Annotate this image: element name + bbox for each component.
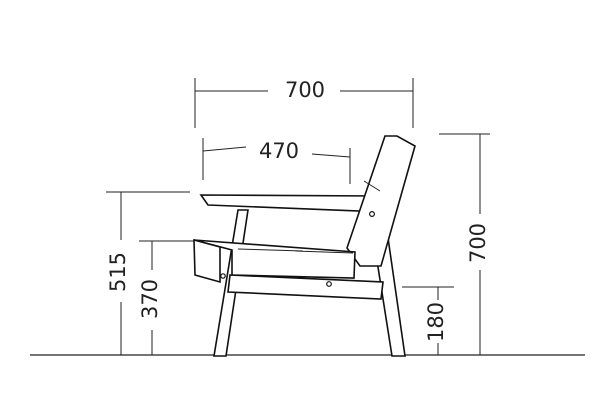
- front-height-label: 180: [424, 302, 448, 342]
- seat-height-label: 370: [138, 279, 162, 319]
- backrest-seam: [363, 180, 381, 192]
- seat-dim-line-right: [311, 153, 351, 158]
- chair: [193, 135, 416, 357]
- seat-cushion: [193, 239, 356, 279]
- seat-width-label: 470: [259, 139, 299, 163]
- seat-front-panel: [193, 238, 221, 284]
- seat-rail: [227, 274, 384, 300]
- backrest: [346, 135, 416, 267]
- overall-height-label: 700: [466, 223, 490, 263]
- arm-height-label: 515: [106, 252, 130, 292]
- overall-width-label: 700: [285, 78, 325, 102]
- arm-bolt: [369, 211, 376, 218]
- rail-bolt: [326, 281, 332, 287]
- seat-dim-line-left: [202, 146, 247, 152]
- front-bolt: [220, 273, 226, 279]
- seat-seams: [237, 248, 354, 254]
